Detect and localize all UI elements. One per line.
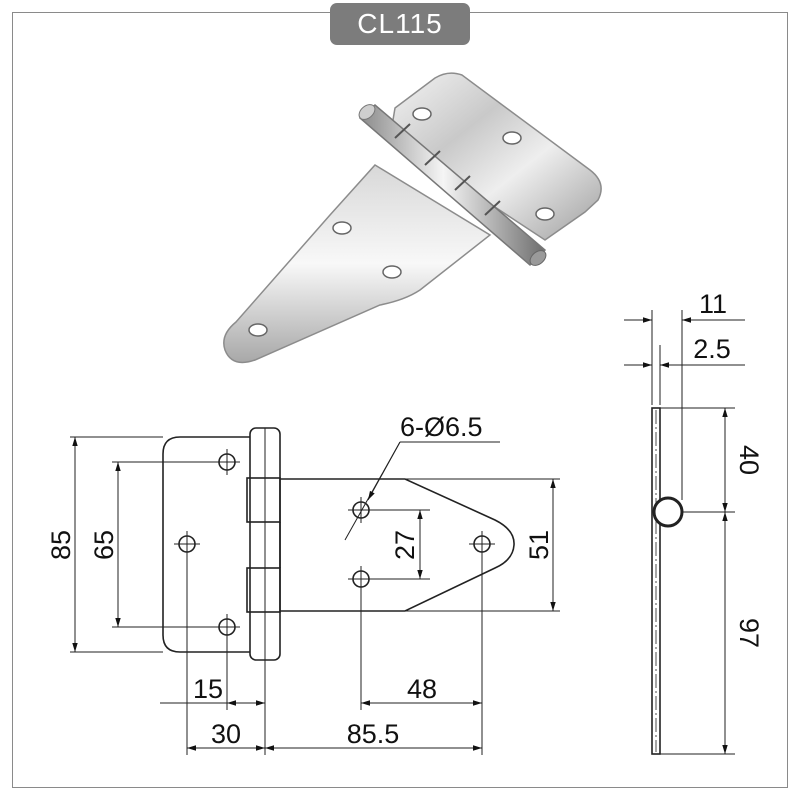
front-dimension-lines — [70, 436, 560, 755]
photo-hole — [382, 265, 402, 279]
dim-30: 30 — [211, 719, 241, 749]
strap-leaf — [223, 164, 492, 364]
dim-97: 97 — [734, 618, 764, 648]
dim-48: 48 — [407, 674, 437, 704]
photo-hole — [412, 107, 432, 121]
front-strap-outline — [280, 478, 515, 612]
dim-15: 15 — [193, 674, 223, 704]
rect-leaf — [389, 72, 602, 241]
front-holes — [178, 453, 491, 636]
photo-hole — [248, 323, 268, 337]
dim-2-5: 2.5 — [693, 334, 731, 364]
dim-85: 85 — [46, 530, 76, 560]
side-barrel — [652, 496, 684, 528]
dim-40: 40 — [734, 445, 764, 475]
dim-65: 65 — [89, 530, 119, 560]
model-badge: CL115 — [330, 3, 470, 45]
dim-hole-spec: 6-Ø6.5 — [400, 412, 483, 442]
dim-11: 11 — [699, 289, 727, 319]
photo-hole — [332, 221, 352, 235]
dim-85-5: 85.5 — [347, 719, 400, 749]
side-view — [651, 407, 684, 755]
hinge-product-photo — [223, 72, 602, 364]
dim-27: 27 — [390, 530, 420, 560]
side-dimension-lines — [624, 310, 745, 755]
photo-hole — [502, 131, 522, 145]
photo-hole — [535, 207, 555, 221]
dim-51: 51 — [524, 530, 554, 560]
front-view — [162, 427, 515, 661]
front-leaf-outline — [162, 436, 250, 653]
